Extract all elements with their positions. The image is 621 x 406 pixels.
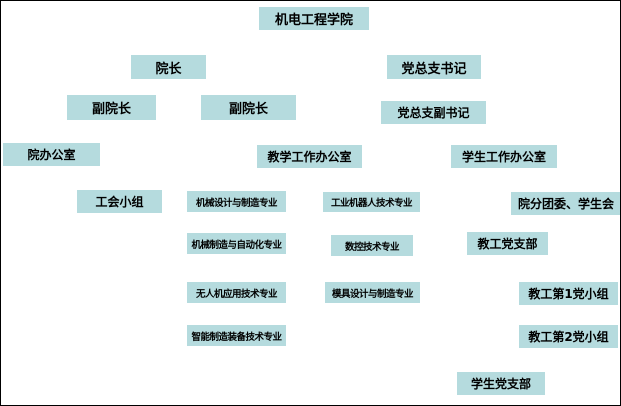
node-college-title: 机电工程学院 <box>259 7 369 30</box>
node-dean: 院长 <box>131 55 206 79</box>
node-college-office: 院办公室 <box>3 143 100 166</box>
node-major-mech-automation: 机械制造与自动化专业 <box>187 233 286 254</box>
node-major-mold: 模具设计与制造专业 <box>325 282 420 303</box>
node-party-secretary: 党总支书记 <box>387 55 481 79</box>
node-student-office: 学生工作办公室 <box>451 145 557 168</box>
node-staff-party-group-2: 教工第2党小组 <box>519 325 618 348</box>
node-major-cnc: 数控技术专业 <box>331 235 413 256</box>
node-vice-dean-1: 副院长 <box>67 95 156 120</box>
node-deputy-party-secretary: 党总支副书记 <box>381 101 486 124</box>
node-major-uav: 无人机应用技术专业 <box>187 282 286 303</box>
node-student-party-branch: 学生党支部 <box>457 372 545 395</box>
node-staff-party-group-1: 教工第1党小组 <box>519 282 618 305</box>
node-union-group: 工会小组 <box>77 190 162 213</box>
node-vice-dean-2: 副院长 <box>201 95 296 120</box>
node-staff-party-branch: 教工党支部 <box>467 232 548 255</box>
node-major-mech-design: 机械设计与制造专业 <box>187 191 286 212</box>
node-youth-league: 院分团委、学生会 <box>511 192 620 215</box>
node-major-smart-mfg: 智能制造装备技术专业 <box>187 325 286 346</box>
node-teaching-office: 教学工作办公室 <box>257 145 362 168</box>
node-major-industrial-robot: 工业机器人技术专业 <box>323 192 420 212</box>
